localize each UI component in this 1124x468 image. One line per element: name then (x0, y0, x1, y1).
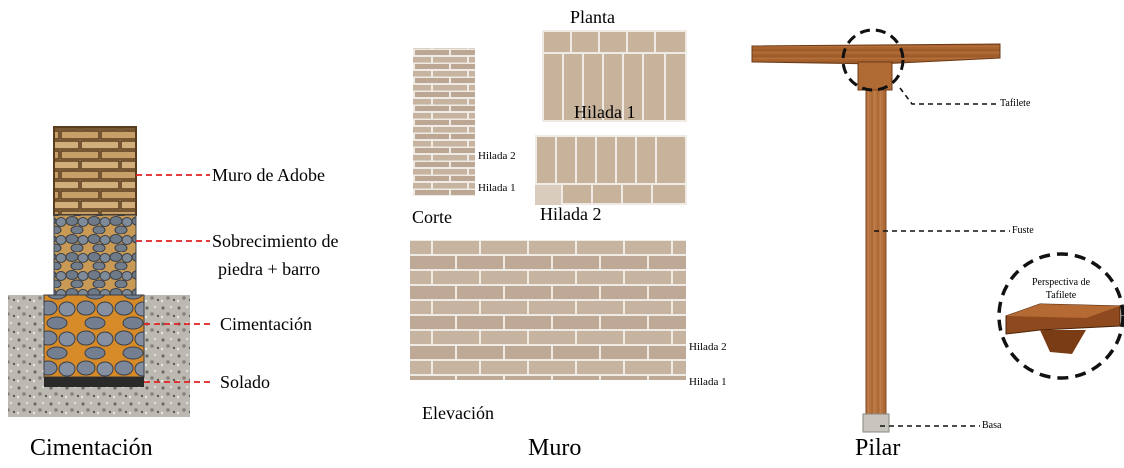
label-elevacion: Elevación (422, 403, 494, 423)
leader-tafilete (899, 87, 1000, 105)
label-muro-de-adobe: Muro de Adobe (212, 165, 325, 185)
basa-block (862, 413, 890, 433)
foundation-section (8, 126, 210, 417)
label-hilada2-plan: Hilada 2 (540, 204, 602, 224)
label-elevacion-hilada1: Hilada 1 (689, 376, 727, 388)
label-elevacion-hilada2: Hilada 2 (689, 341, 727, 353)
label-sobrecimiento-line2: piedra + barro (218, 259, 321, 279)
label-hilada1-plan: Hilada 1 (574, 102, 636, 122)
tafilete-highlight-circle (841, 28, 905, 92)
wall-section (410, 30, 687, 380)
solado-layer (44, 377, 144, 387)
hilada2-bricks (535, 135, 687, 205)
pillar-shaft (865, 89, 887, 415)
muro-title: Muro (528, 435, 582, 461)
cimentacion-title: Cimentación (30, 435, 153, 461)
elevacion-view (410, 240, 686, 380)
label-corte-hilada1: Hilada 1 (478, 182, 516, 194)
foundation-block (43, 294, 145, 378)
label-corte-hilada2: Hilada 2 (478, 150, 516, 162)
label-sobrecimiento-line1: Sobrecimiento de (212, 231, 339, 251)
label-tafilete: Tafilete (1000, 98, 1031, 109)
label-solado: Solado (220, 372, 271, 392)
roof-beam (751, 43, 1001, 65)
stone-plinth (53, 214, 137, 296)
planta-bricks (542, 30, 687, 122)
label-perspectiva-line1: Perspectiva de (1031, 277, 1091, 288)
tafilete-perspective-drawing (1005, 303, 1121, 354)
corte-view (413, 48, 475, 196)
label-perspectiva-line2: Tafilete (1045, 290, 1077, 301)
label-basa: Basa (982, 420, 1002, 431)
pillar-leader-lines (874, 87, 1010, 427)
label-cimentacion: Cimentación (220, 314, 312, 334)
label-planta: Planta (570, 7, 615, 27)
label-corte: Corte (412, 207, 452, 227)
pillar-section (751, 28, 1124, 433)
leader-lines (136, 174, 210, 383)
label-fuste: Fuste (1012, 225, 1034, 236)
adobe-wall (53, 126, 137, 216)
pilar-title: Pilar (855, 435, 901, 461)
